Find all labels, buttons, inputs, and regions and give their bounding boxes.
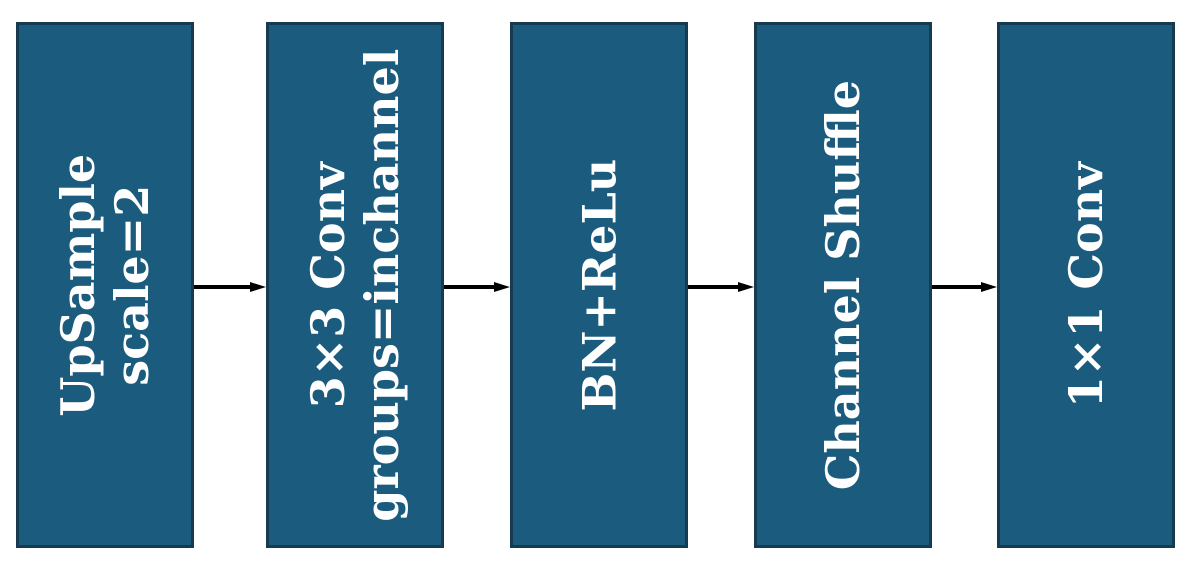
upsample-block: UpSample scale=2 <box>16 22 194 548</box>
channel-shuffle-block-label: Channel Shuffle <box>816 80 870 490</box>
depthwise-conv-block-label: 3×3 Conv groups=inchannel <box>301 49 410 522</box>
bn-relu-block-label: BN+ReLu <box>572 159 626 412</box>
arrow-1 <box>194 282 266 292</box>
depthwise-conv-block-line-2: groups=inchannel <box>355 48 409 522</box>
depthwise-conv-block-line-1: 3×3 Conv <box>300 161 355 409</box>
pointwise-conv-block-label: 1×1 Conv <box>1059 162 1113 408</box>
upsample-block-line-2: scale=2 <box>105 184 160 386</box>
pointwise-conv-block-line-1: 1×1 Conv <box>1058 161 1113 409</box>
arrow-right-icon <box>932 282 997 292</box>
arrow-right-icon <box>194 282 266 292</box>
pointwise-conv-block: 1×1 Conv <box>997 22 1175 548</box>
channel-shuffle-block-line-1: Channel Shuffle <box>815 79 870 491</box>
arrow-4 <box>932 282 997 292</box>
arrow-2 <box>444 282 510 292</box>
bn-relu-block-line-1: BN+ReLu <box>571 158 626 412</box>
depthwise-conv-block: 3×3 Conv groups=inchannel <box>266 22 444 548</box>
arrow-3 <box>688 282 754 292</box>
arrow-right-icon <box>444 282 510 292</box>
bn-relu-block: BN+ReLu <box>510 22 688 548</box>
upsample-block-line-1: UpSample <box>50 153 105 417</box>
channel-shuffle-block: Channel Shuffle <box>754 22 932 548</box>
arrow-right-icon <box>688 282 754 292</box>
upsample-block-label: UpSample scale=2 <box>51 154 160 417</box>
